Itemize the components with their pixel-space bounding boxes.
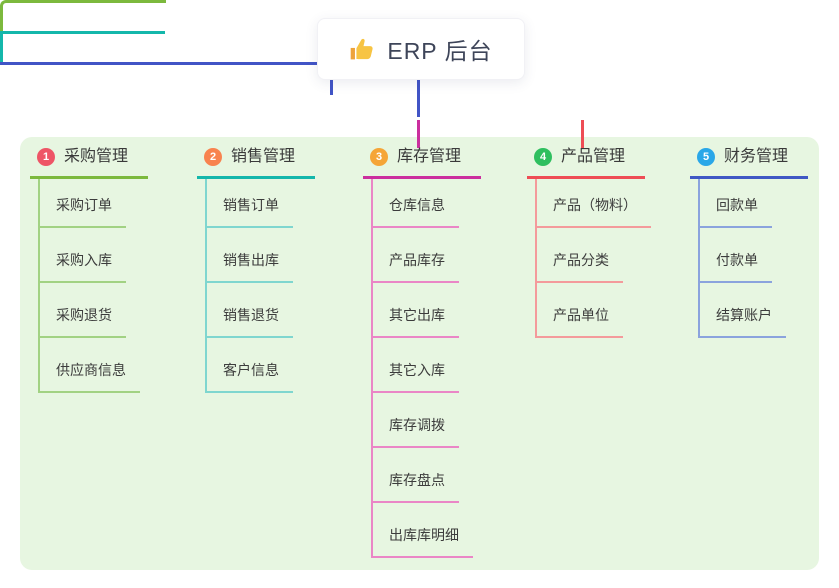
branch-label: 采购管理 [64,148,129,165]
child-node[interactable]: 销售退货 [207,283,293,338]
root-label: ERP 后台 [387,38,493,64]
child-node[interactable]: 产品（物料） [537,179,651,228]
child-node[interactable]: 产品库存 [373,228,459,283]
branch-1: 1 采购管理采购订单采购入库采购退货供应商信息 [30,146,148,393]
branch-label: 销售管理 [231,148,296,165]
child-node[interactable]: 销售出库 [207,228,293,283]
branch-label: 财务管理 [724,148,789,165]
branch-number-badge: 1 [37,148,55,166]
branch-children: 仓库信息产品库存其它出库其它入库库存调拨库存盘点出库库明细 [371,179,481,558]
child-node[interactable]: 回款单 [700,179,772,228]
child-node[interactable]: 付款单 [700,228,772,283]
branch-node[interactable]: 3 库存管理 [363,146,481,179]
branch-number-badge: 2 [204,148,222,166]
branch-4: 4 产品管理产品（物料）产品分类产品单位 [527,146,651,338]
child-node[interactable]: 产品分类 [537,228,623,283]
child-node[interactable]: 出库库明细 [373,503,473,558]
branch-3: 3 库存管理仓库信息产品库存其它出库其它入库库存调拨库存盘点出库库明细 [363,146,481,558]
connector-branch-3 [417,120,420,148]
connector-branch-5 [0,62,333,95]
root-node[interactable]: ERP 后台 [317,18,525,80]
branch-node[interactable]: 2 销售管理 [197,146,315,179]
connector-branch-1 [0,0,166,31]
child-node[interactable]: 采购订单 [40,179,126,228]
child-node[interactable]: 客户信息 [207,338,293,393]
thumbs-up-icon [349,36,376,63]
child-node[interactable]: 其它出库 [373,283,459,338]
child-node[interactable]: 结算账户 [700,283,786,338]
branch-label: 产品管理 [561,148,626,165]
branch-label: 库存管理 [397,148,462,165]
branch-number-badge: 3 [370,148,388,166]
branch-node[interactable]: 4 产品管理 [527,146,645,179]
branch-node[interactable]: 5 财务管理 [690,146,808,179]
branch-number-badge: 5 [697,148,715,166]
child-node[interactable]: 销售订单 [207,179,293,228]
child-node[interactable]: 供应商信息 [40,338,140,393]
branch-children: 销售订单销售出库销售退货客户信息 [205,179,315,393]
mindmap-canvas [20,137,819,570]
branch-children: 回款单付款单结算账户 [698,179,808,338]
connector-branch-2 [0,31,165,62]
child-node[interactable]: 采购退货 [40,283,126,338]
branch-2: 2 销售管理销售订单销售出库销售退货客户信息 [197,146,315,393]
root-connector-line [417,77,420,117]
branch-children: 产品（物料）产品分类产品单位 [535,179,651,338]
child-node[interactable]: 产品单位 [537,283,623,338]
child-node[interactable]: 采购入库 [40,228,126,283]
branch-children: 采购订单采购入库采购退货供应商信息 [38,179,148,393]
branch-node[interactable]: 1 采购管理 [30,146,148,179]
child-node[interactable]: 仓库信息 [373,179,459,228]
branch-5: 5 财务管理回款单付款单结算账户 [690,146,808,338]
connector-branch-4 [581,120,584,148]
child-node[interactable]: 库存盘点 [373,448,459,503]
child-node[interactable]: 其它入库 [373,338,459,393]
child-node[interactable]: 库存调拨 [373,393,459,448]
branch-number-badge: 4 [534,148,552,166]
